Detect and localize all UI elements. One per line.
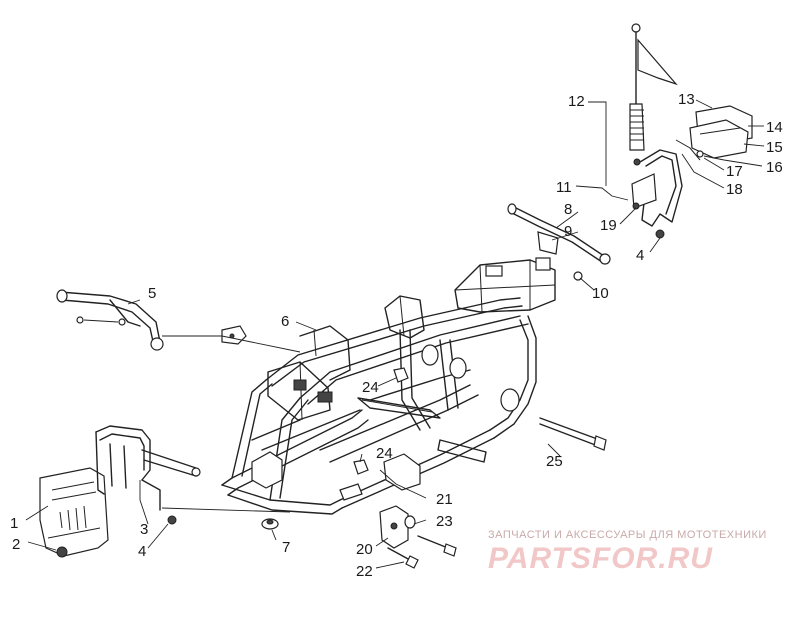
callout-24-lower: 24: [376, 445, 393, 462]
callout-25: 25: [546, 453, 563, 470]
front-skid-plate: [39, 467, 109, 557]
watermark-logo: PARTSFOR.RU: [488, 542, 713, 575]
bolt-2: [56, 546, 68, 558]
leader-lines: [25, 99, 765, 569]
callout-23: 23: [436, 513, 453, 530]
callout-16: 16: [766, 159, 783, 176]
tail-light: [675, 105, 753, 161]
rear-flag-bracket: [631, 149, 683, 227]
callout-14: 14: [766, 119, 783, 136]
callout-9: 9: [564, 223, 572, 240]
callout-13: 13: [678, 91, 695, 108]
callout-19: 19: [600, 217, 617, 234]
callout-24-upper: 24: [362, 379, 379, 396]
watermark-tagline: ЗАПЧАСТИ И АКСЕССУАРЫ ДЛЯ МОТОТЕХНИКИ: [488, 529, 767, 541]
watermark: ЗАПЧАСТИ И АКСЕССУАРЫ ДЛЯ МОТОТЕХНИКИ PA…: [488, 529, 767, 575]
front-rack-bracket: [162, 325, 301, 353]
callout-11: 11: [556, 179, 572, 196]
callout-4-rear: 4: [636, 247, 644, 264]
callout-4-front: 4: [138, 543, 146, 560]
callout-6: 6: [281, 313, 289, 330]
bolt-4-rear: [655, 229, 665, 239]
bolt-4-front: [167, 515, 177, 525]
callout-3: 3: [140, 521, 148, 538]
callout-15: 15: [766, 139, 783, 156]
callout-22: 22: [356, 563, 373, 580]
callout-21: 21: [436, 491, 453, 508]
callout-1: 1: [10, 515, 18, 532]
callout-8: 8: [564, 201, 572, 218]
callout-10: 10: [592, 285, 609, 302]
callout-20: 20: [356, 541, 373, 558]
nut-7: [261, 518, 279, 530]
callout-18: 18: [726, 181, 743, 198]
nut-24-lower: [353, 459, 369, 475]
callout-labels: 1 2 3 4 4 5 6 7 8 9 10 11 12 13 14 15 16…: [10, 91, 783, 580]
bolt-22: [387, 547, 419, 569]
callout-12: 12: [568, 93, 585, 110]
nut-24-upper: [393, 367, 409, 383]
callout-5: 5: [148, 285, 156, 302]
bolt-23: [417, 535, 457, 557]
bolt-25: [539, 417, 607, 451]
front-rack-tube: [56, 289, 164, 351]
callout-2: 2: [12, 536, 20, 553]
rear-rack-tube: [507, 203, 611, 281]
front-bumper: [95, 425, 201, 511]
safety-flag: [629, 23, 678, 166]
engine-mount-bracket-20: [379, 505, 416, 549]
callout-17: 17: [726, 163, 743, 180]
callout-7: 7: [282, 539, 290, 556]
main-frame: [221, 257, 556, 515]
